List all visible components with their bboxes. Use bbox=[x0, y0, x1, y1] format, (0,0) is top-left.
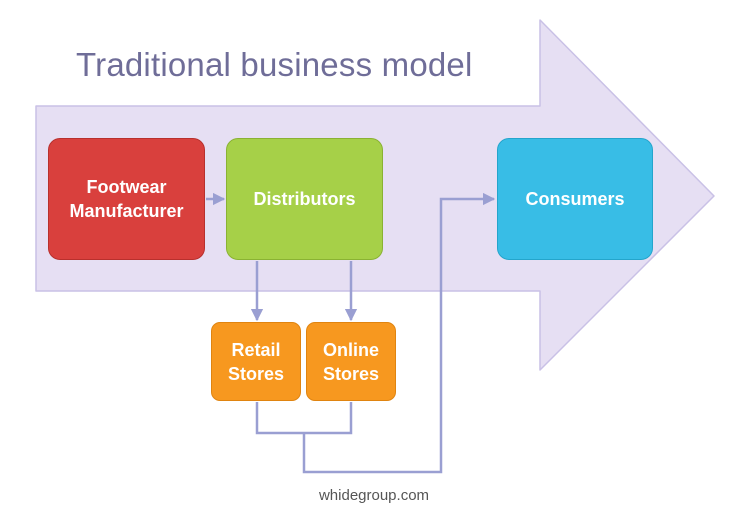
connector-stores-merge bbox=[255, 402, 353, 435]
distributors-label: Distributors bbox=[253, 189, 356, 209]
retail-label-line1: Retail bbox=[231, 339, 281, 360]
node-distributors: Distributors bbox=[226, 138, 383, 260]
consumers-label: Consumers bbox=[525, 189, 625, 209]
manufacturer-label-line1: Footwear bbox=[86, 177, 167, 197]
node-consumers: Consumers bbox=[497, 138, 653, 260]
arrow-stores-to-consumers bbox=[302, 192, 496, 474]
node-footwear-manufacturer: Footwear Manufacturer bbox=[48, 138, 205, 260]
node-retail-stores: Retail Stores bbox=[211, 322, 301, 401]
footer-credit: whidegroup.com bbox=[318, 487, 430, 504]
online-label-line2: Stores bbox=[322, 363, 380, 384]
retail-label-line2: Stores bbox=[227, 363, 285, 384]
online-label-line1: Online bbox=[322, 339, 379, 360]
node-online-stores: Online Stores bbox=[306, 322, 396, 401]
diagram-title: Traditional business model bbox=[76, 46, 473, 83]
manufacturer-label-line2: Manufacturer bbox=[69, 201, 184, 221]
